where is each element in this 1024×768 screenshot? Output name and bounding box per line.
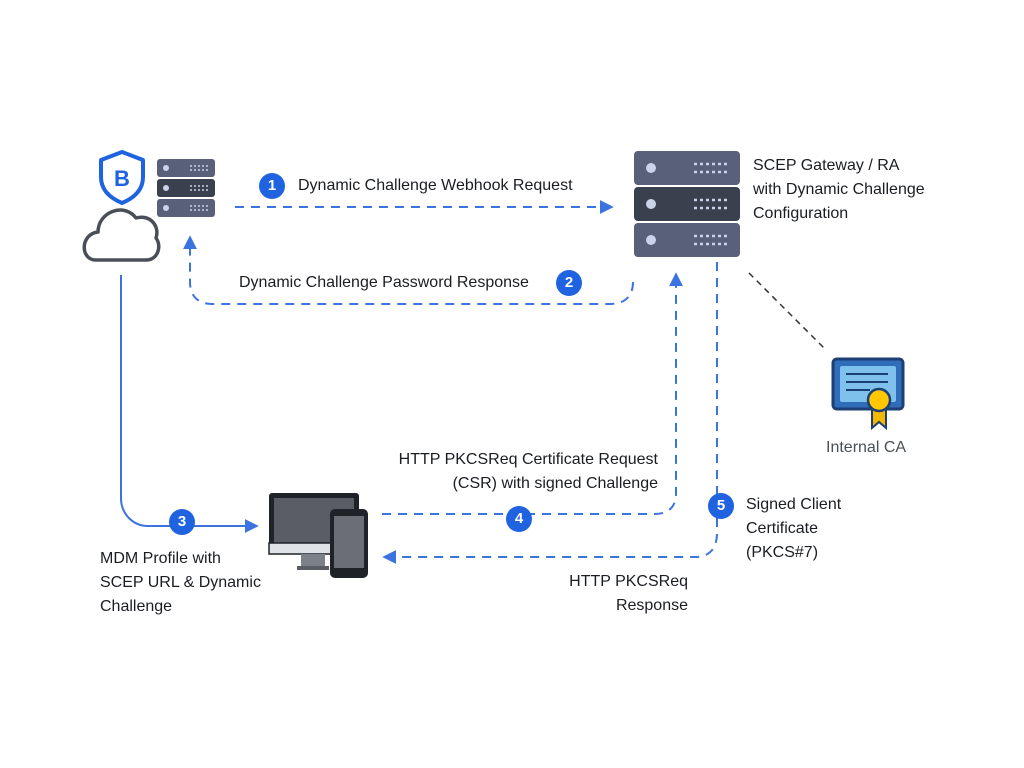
- step-1-label: Dynamic Challenge Webhook Request: [298, 177, 573, 194]
- gateway-label: SCEP Gateway / RA with Dynamic Challenge…: [753, 154, 925, 226]
- step-4-label-line-1: HTTP PKCSReq Certificate Request: [398, 451, 658, 468]
- link-internal-ca: [748, 272, 827, 351]
- step-3-label-line-1: MDM Profile with: [100, 550, 221, 567]
- step-3-label: MDM Profile with SCEP URL & Dynamic Chal…: [100, 547, 261, 619]
- response-label-line-1: HTTP PKCSReq: [569, 573, 688, 590]
- step-2-badge: 2: [556, 270, 582, 296]
- step-3-label-line-2: SCEP URL & Dynamic: [100, 574, 261, 591]
- step-3-label-line-3: Challenge: [100, 598, 173, 615]
- gateway-label-line-1: SCEP Gateway / RA: [753, 157, 900, 174]
- step-5-label-line-1: Signed Client: [746, 496, 842, 513]
- arrow-password-response: [183, 235, 634, 305]
- provider-server-icon: [157, 159, 215, 217]
- step-4-label: HTTP PKCSReq Certificate Request (CSR) w…: [360, 448, 658, 496]
- internal-ca-label: Internal CA: [826, 439, 907, 456]
- step-5-label: Signed Client Certificate (PKCS#7): [746, 493, 841, 565]
- scep-gateway-server-icon: [634, 151, 740, 257]
- line-mdm-profile: [120, 275, 259, 533]
- step-2-label: Dynamic Challenge Password Response: [239, 274, 529, 291]
- cloud-icon: [82, 208, 161, 262]
- certificate-icon: [831, 357, 905, 431]
- gateway-label-line-3: Configuration: [753, 205, 849, 222]
- step-1-badge: 1: [259, 173, 285, 199]
- step-4-badge: 4: [506, 506, 532, 532]
- step-5-label-line-3: (PKCS#7): [746, 544, 819, 561]
- shield-letter: B: [114, 166, 130, 191]
- devices-icon: [268, 493, 368, 578]
- arrow-signed-certificate: [382, 262, 718, 564]
- gateway-label-line-2: with Dynamic Challenge: [753, 181, 925, 198]
- step-5-badge: 5: [708, 493, 734, 519]
- response-label-line-2: Response: [615, 597, 688, 614]
- shield-logo-icon: B: [99, 150, 145, 205]
- response-label: HTTP PKCSReq Response: [528, 570, 688, 618]
- step-3-badge: 3: [169, 509, 195, 535]
- step-4-label-line-2: (CSR) with signed Challenge: [452, 475, 658, 492]
- arrow-csr-request: [382, 272, 683, 515]
- step-5-label-line-2: Certificate: [746, 520, 819, 537]
